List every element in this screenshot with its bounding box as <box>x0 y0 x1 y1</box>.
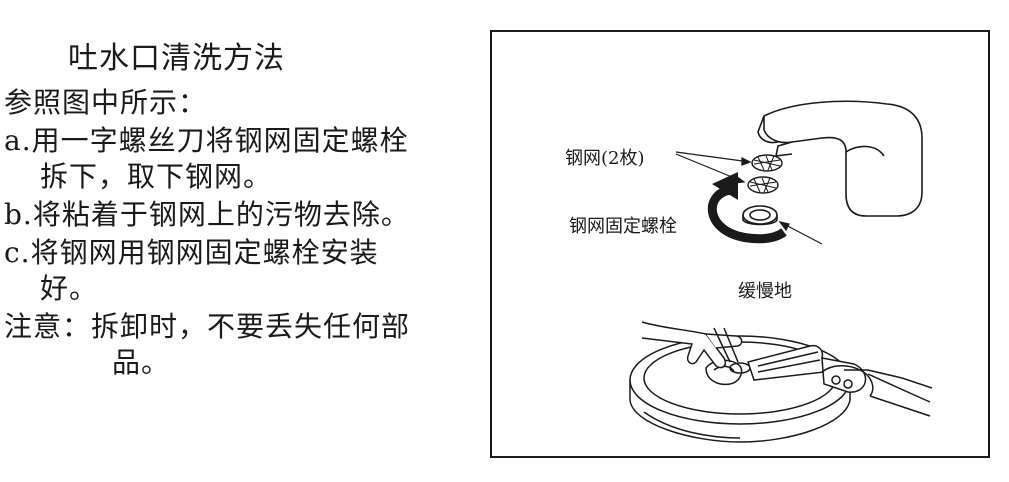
intro-text: 参照图中所示： <box>4 86 208 119</box>
faucet-spout <box>757 100 923 217</box>
hand-right-drawing <box>821 365 931 417</box>
pointer-lines <box>675 151 823 245</box>
mesh-icon <box>747 154 783 194</box>
step-c-line1: c.将钢网用钢网固定螺栓安装 <box>4 236 379 269</box>
instruction-text: 吐水口清洗方法 参照图中所示： a.用一字螺丝刀将钢网固定螺栓 拆下，取下钢网。… <box>0 0 470 482</box>
step-c-line2: 好。 <box>40 272 99 305</box>
hand-left-drawing <box>641 321 743 369</box>
note-line2: 品。 <box>112 346 171 379</box>
slowly-label: 缓慢地 <box>738 281 792 302</box>
step-a-line2: 拆下，取下钢网。 <box>40 160 273 193</box>
step-b: b.将粘着于钢网上的污物去除。 <box>4 198 410 231</box>
bolt-label: 钢网固定螺栓 <box>569 216 677 237</box>
illustration-figure: 钢网(2枚) 钢网固定螺栓 缓慢地 <box>490 30 990 458</box>
step-a-line1: a.用一字螺丝刀将钢网固定螺栓 <box>4 124 409 157</box>
note-line1: 注意：拆卸时，不要丢失任何部 <box>4 310 411 343</box>
section-title: 吐水口清洗方法 <box>68 41 285 76</box>
bolt-icon <box>742 205 778 226</box>
mesh-label: 钢网(2枚) <box>565 148 645 169</box>
rotate-arrow-icon <box>707 172 787 244</box>
faucet-illustration <box>629 100 933 443</box>
